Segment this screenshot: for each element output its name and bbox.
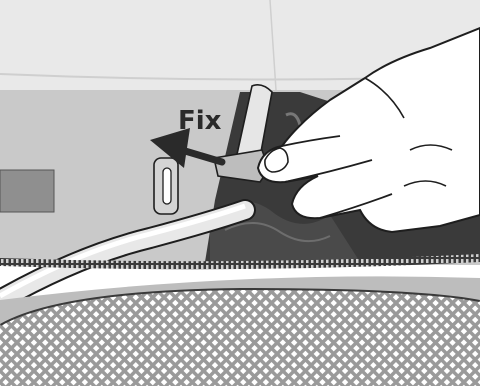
clip-slot	[163, 168, 171, 204]
side-slot	[0, 170, 54, 212]
fix-label: Fix	[178, 106, 222, 136]
